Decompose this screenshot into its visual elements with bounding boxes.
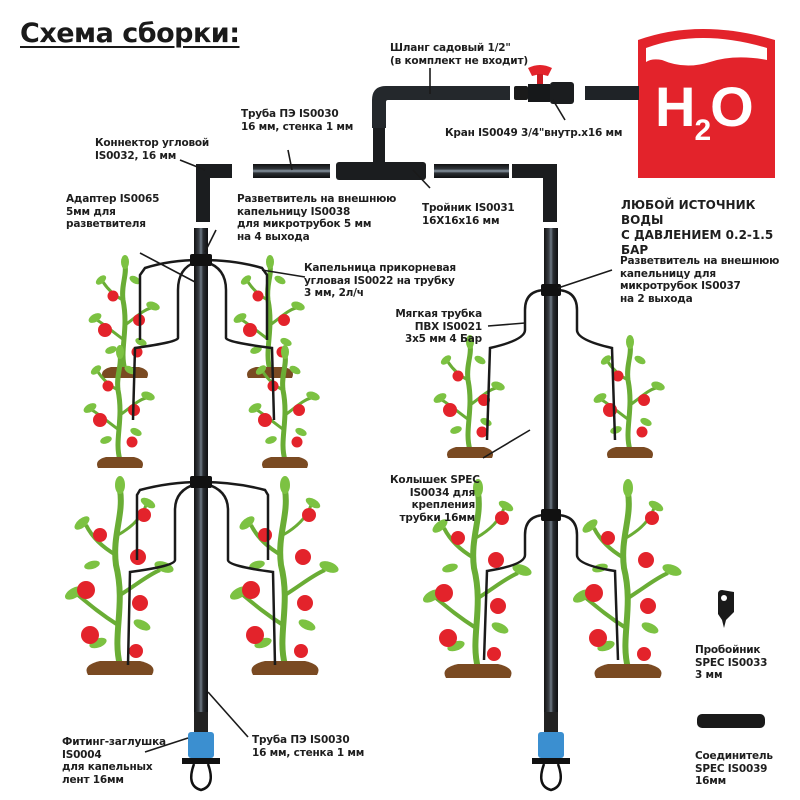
caption-line: ЛЮБОЙ ИСТОЧНИК ВОДЫ	[621, 198, 756, 227]
label-line: на 2 выхода	[620, 292, 693, 305]
tomato-plant	[432, 335, 506, 458]
label-line: IS0032, 16 мм	[95, 149, 177, 162]
label-line: 3x5 мм 4 Бар	[404, 333, 482, 345]
label-line: 3 мм, 2л/ч	[304, 287, 364, 299]
tomato-plant	[63, 476, 175, 675]
leader-lines	[139, 68, 613, 753]
label-line: Шланг садовый 1/2"	[390, 42, 511, 54]
label-stake: Колышек SPEC IS0034 для крепления трубки…	[390, 474, 480, 524]
tomato-plant	[82, 345, 156, 468]
micro-tubing-right	[482, 288, 620, 661]
tomato-plant	[592, 335, 666, 458]
label-line: SPEC IS0033	[695, 656, 768, 669]
right-main-pipe	[544, 228, 558, 733]
label-line: трубки 16мм	[399, 511, 476, 524]
label-line: Разветвитель на внешнюю	[620, 255, 780, 267]
label-line: для микротрубок 5 мм	[237, 218, 372, 230]
label-splitter-4: Разветвитель на внешнюю капельницу IS003…	[237, 193, 396, 243]
label-line: 16мм	[695, 775, 726, 787]
label-line: угловая IS0022 на трубку	[304, 274, 455, 287]
label-line: лент 16мм	[62, 773, 124, 786]
label-line: ПВХ IS0021	[414, 320, 482, 333]
end-plug-right	[532, 712, 570, 792]
h2o-h: H	[655, 75, 695, 138]
splitter-2-way	[541, 284, 561, 296]
label-line: капельницу IS0038	[237, 205, 351, 218]
label-line: на 4 выхода	[237, 230, 310, 243]
label-splitter-2: Разветвитель на внешнюю капельницу для м…	[620, 255, 779, 305]
top-manifold	[196, 162, 557, 222]
label-line: Тройник IS0031	[422, 202, 515, 214]
label-line: 3 мм	[695, 669, 723, 681]
coupler-icon	[697, 714, 765, 728]
label-line: микротрубок IS0037	[620, 280, 741, 292]
page-title: Схема сборки:	[20, 18, 240, 49]
label-line: Кран IS0049 3/4"внутр.x16 мм	[445, 127, 623, 139]
label-coupler: Соединитель SPEC IS0039 16мм	[695, 750, 773, 788]
tomato-plant	[228, 476, 340, 675]
label-line: капельницу для	[620, 267, 716, 280]
label-line: Разветвитель на внешнюю	[237, 193, 397, 205]
tomato-plant	[87, 255, 161, 378]
label-line: IS0034 для	[409, 486, 475, 499]
label-line: разветвителя	[66, 218, 146, 230]
label-line: (в комплект не входит)	[390, 54, 528, 67]
caption-line: С ДАВЛЕНИЕМ 0.2-1.5 БАР	[621, 228, 774, 257]
label-punch: Пробойник SPEC IS0033 3 мм	[695, 644, 767, 682]
punch-tool-icon	[718, 590, 734, 628]
label-line: Колышек SPEC	[390, 474, 480, 486]
water-source-caption: ЛЮБОЙ ИСТОЧНИК ВОДЫ С ДАВЛЕНИЕМ 0.2-1.5 …	[621, 198, 800, 258]
label-dripper: Капельница прикорневая угловая IS0022 на…	[304, 262, 456, 300]
label-pipe-top: Труба ПЭ IS0030 16 мм, стенка 1 мм	[241, 108, 353, 133]
label-line: Труба ПЭ IS0030	[241, 108, 339, 120]
label-line: Капельница прикорневая	[304, 262, 456, 274]
label-adapter: Адаптер IS0065 5мм для разветвителя	[66, 193, 159, 231]
label-soft-tube: Мягкая трубка ПВХ IS0021 3x5 мм 4 Бар	[392, 308, 482, 346]
water-tank-icon	[638, 29, 775, 178]
end-plug-left	[182, 712, 220, 792]
label-line: Мягкая трубка	[395, 308, 482, 320]
h2o-sub: 2	[694, 114, 711, 147]
label-line: Труба ПЭ IS0030	[252, 734, 350, 746]
label-garden-hose: Шланг садовый 1/2" (в комплект не входит…	[390, 42, 528, 67]
label-line: SPEC IS0039	[695, 762, 768, 775]
splitter-4-way	[190, 254, 212, 266]
label-angle-connector: Коннектор угловой IS0032, 16 мм	[95, 137, 209, 162]
tomato-plant	[247, 345, 321, 468]
label-line: 16 мм, стенка 1 мм	[252, 746, 365, 759]
splitter-2-way	[541, 509, 561, 521]
splitter-4-way	[190, 476, 212, 488]
label-pipe-bottom: Труба ПЭ IS0030 16 мм, стенка 1 мм	[252, 734, 364, 759]
tee-stub	[373, 128, 385, 164]
label-line: IS0004	[62, 748, 102, 761]
label-line: 16X16x16 мм	[422, 214, 500, 227]
tomato-plant	[571, 479, 683, 678]
label-line: Коннектор угловой	[95, 137, 210, 149]
h2o-symbol: H2O	[655, 74, 754, 147]
label-tee: Тройник IS0031 16X16x16 мм	[422, 202, 515, 227]
label-line: крепления	[411, 499, 476, 511]
garden-hose	[372, 86, 639, 128]
label-line: Адаптер IS0065	[66, 193, 160, 205]
label-line: для капельных	[62, 761, 153, 773]
valve-icon	[514, 65, 574, 104]
h2o-o: O	[710, 75, 754, 138]
label-line: 16 мм, стенка 1 мм	[241, 120, 354, 133]
label-line: Пробойник	[695, 644, 761, 656]
tomato-plant	[232, 255, 306, 378]
label-line: 5мм для	[66, 205, 116, 218]
label-line: Фитинг-заглушка	[62, 736, 166, 748]
label-end-plug: Фитинг-заглушка IS0004 для капельных лен…	[62, 736, 166, 786]
label-valve: Кран IS0049 3/4"внутр.x16 мм	[445, 127, 623, 140]
label-line: Соединитель	[695, 750, 773, 762]
